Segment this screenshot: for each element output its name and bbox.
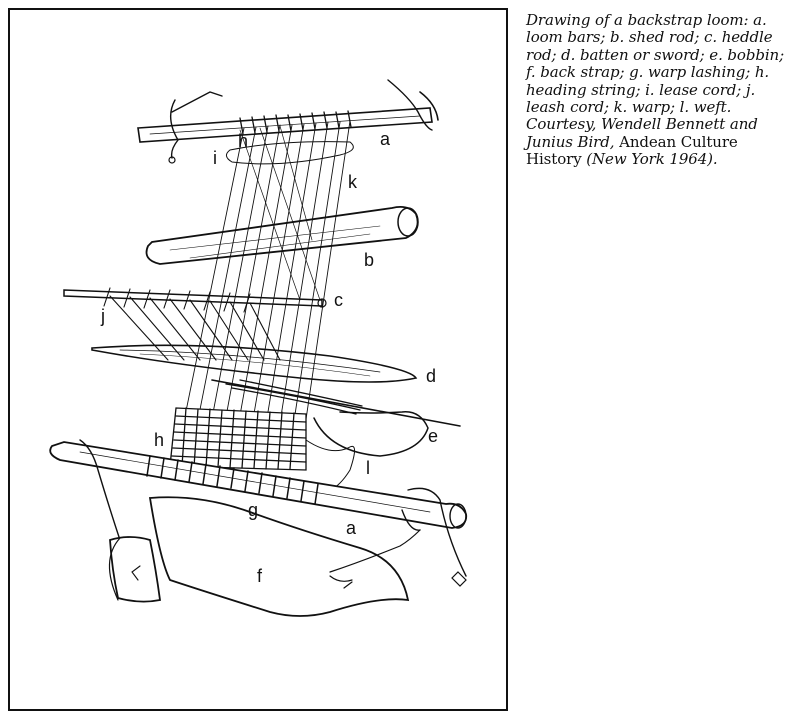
label-d: d <box>426 366 436 386</box>
label-j: j <box>100 306 105 326</box>
label-e: e <box>428 426 438 446</box>
heddle-rod <box>63 287 327 313</box>
label-h-top: h <box>238 131 248 151</box>
batten <box>91 344 418 383</box>
label-c: c <box>334 290 343 310</box>
back-strap <box>108 496 421 617</box>
figure-caption: Drawing of a backstrap loom: a. loom bar… <box>526 11 788 169</box>
label-g: g <box>248 500 258 520</box>
caption-text: Drawing of a backstrap loom: a. loom bar… <box>526 11 785 151</box>
label-h-bottom: h <box>154 430 164 450</box>
top-loom-bar <box>137 79 439 164</box>
backstrap-loom-illustration: a h i k b c j d e h l g a f <box>49 79 468 617</box>
label-k: k <box>348 172 358 192</box>
label-b: b <box>364 250 374 270</box>
caption-book-title: Andean Culture History <box>526 132 738 169</box>
figure-labels: a h i k b c j d e h l g a f <box>100 129 438 586</box>
woven-cloth <box>169 407 307 471</box>
warp-threads <box>109 120 351 461</box>
label-a-bottom: a <box>346 518 357 538</box>
label-l: l <box>366 458 370 478</box>
label-a-top: a <box>380 129 391 149</box>
caption-publication: (New York 1964). <box>586 150 718 169</box>
bottom-loom-bar <box>49 439 468 587</box>
label-i: i <box>213 148 217 168</box>
shed-rod <box>145 205 419 265</box>
label-f: f <box>257 566 263 586</box>
